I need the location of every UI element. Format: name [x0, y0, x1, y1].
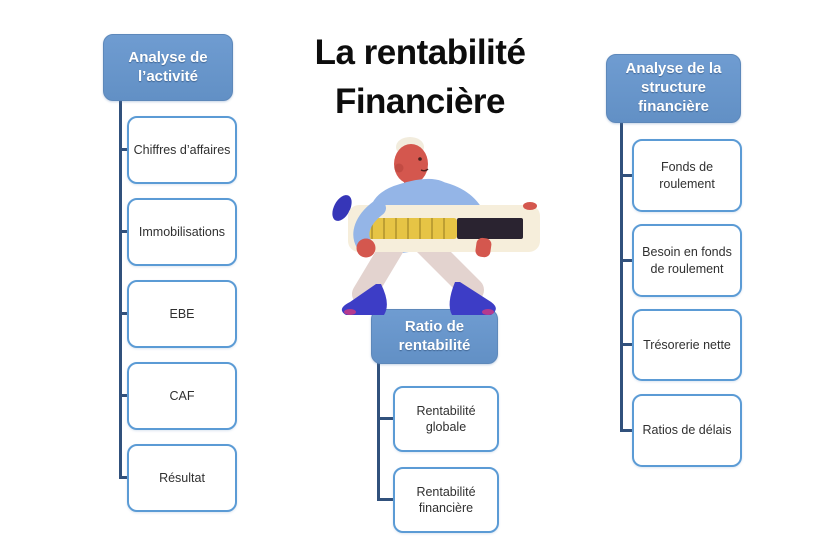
- connector-left-stub: [119, 476, 129, 479]
- person-fingertips: [523, 202, 537, 210]
- node-rentabilite-globale: Rentabilité globale: [393, 386, 499, 452]
- connector-middle-vertical: [377, 362, 380, 501]
- person-left-hand: [356, 238, 376, 258]
- node-caf: CAF: [127, 362, 237, 430]
- person-mouth: [420, 168, 429, 172]
- person-right-shoe-heel: [482, 309, 494, 315]
- node-immobilisations: Immobilisations: [127, 198, 237, 266]
- node-tresorerie-nette: Trésorerie nette: [632, 309, 742, 381]
- connector-right-stub: [620, 343, 633, 346]
- person-sleeve-shade: [332, 195, 352, 221]
- connector-left-stub: [119, 312, 129, 315]
- connector-left-stub: [119, 394, 129, 397]
- connector-right-stub: [620, 174, 633, 177]
- person-ear: [394, 163, 404, 173]
- node-rentabilite-financiere: Rentabilité financière: [393, 467, 499, 533]
- page-title-line2: Financière: [334, 82, 506, 121]
- connector-right-stub: [620, 429, 633, 432]
- connector-right-stub: [620, 259, 633, 262]
- person-left-leg: [352, 232, 406, 306]
- person-eye: [418, 157, 422, 161]
- person-right-shoe: [449, 282, 496, 315]
- person-left-shoe: [341, 284, 387, 315]
- node-besoin-en-fonds-de-roulement: Besoin en fonds de roulement: [632, 224, 742, 297]
- page-title-line1: La rentabilité: [314, 33, 526, 72]
- node-resultat: Résultat: [127, 444, 237, 512]
- person-head: [394, 144, 428, 184]
- person-carrying-gauge-illustration: [332, 137, 540, 315]
- connector-left-stub: [119, 230, 129, 233]
- connector-left-vertical: [119, 100, 122, 479]
- node-ebe: EBE: [127, 280, 237, 348]
- node-header-analyse-activite: Analyse de l’activité: [103, 34, 233, 101]
- node-header-ratio-rentabilite: Ratio de rentabilité: [371, 309, 498, 364]
- node-header-analyse-structure-financiere: Analyse de la structure financière: [606, 54, 741, 123]
- node-ratios-de-delais: Ratios de délais: [632, 394, 742, 467]
- node-fonds-de-roulement: Fonds de roulement: [632, 139, 742, 212]
- connector-middle-stub: [377, 417, 394, 420]
- gauge-segment-dividers: [371, 218, 445, 239]
- gauge-empty-segment: [457, 218, 523, 239]
- person-left-shoe-heel: [344, 309, 356, 315]
- node-chiffres-daffaires: Chiffres d’affaires: [127, 116, 237, 184]
- page-title: La rentabilité Financière: [260, 28, 580, 126]
- connector-middle-stub: [377, 498, 394, 501]
- person-right-hand: [475, 237, 492, 258]
- connector-right-vertical: [620, 122, 623, 432]
- connector-left-stub: [119, 148, 129, 151]
